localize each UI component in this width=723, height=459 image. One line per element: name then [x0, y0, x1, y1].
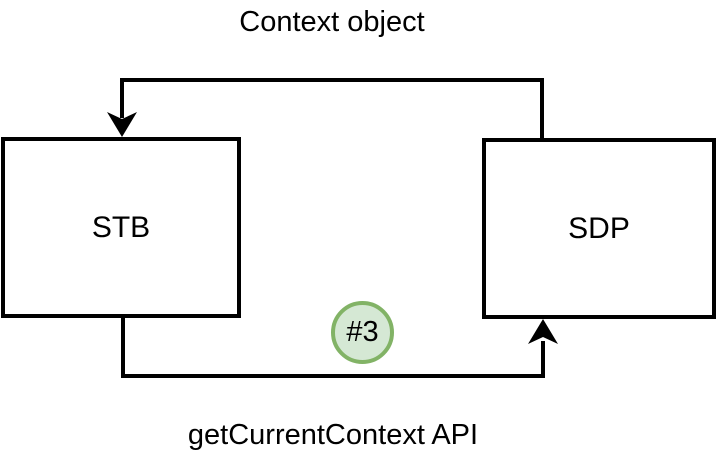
arrowhead-down-icon	[107, 112, 137, 137]
edge-label-getcurrentcontext-api: getCurrentContext API	[187, 419, 479, 451]
edge-getcurrentcontext-line	[121, 316, 545, 378]
node-stb: STB	[1, 137, 241, 318]
node-stb-label: STB	[91, 210, 151, 244]
arrowhead-up-icon	[528, 319, 558, 344]
edge-context-object-line	[120, 78, 544, 140]
node-sdp-label: SDP	[568, 211, 630, 245]
step-number-badge-label: #3	[346, 316, 379, 348]
node-sdp: SDP	[482, 138, 716, 319]
edge-label-context-object: Context object	[239, 6, 425, 38]
step-number-badge: #3	[331, 301, 394, 364]
